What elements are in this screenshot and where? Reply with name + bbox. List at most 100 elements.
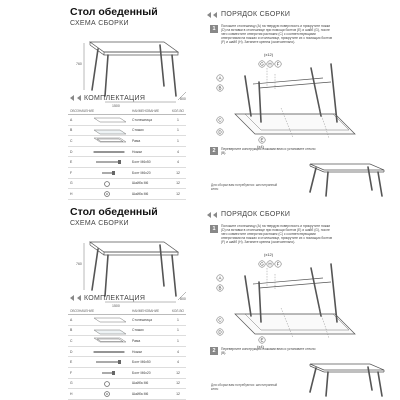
parts-table-header: ОБОЗНАЧЕНИЕ НАИМЕНОВАНИЕ КОЛ-ВО	[68, 109, 186, 115]
part-id: C	[70, 138, 73, 143]
table-row: B Стяжки 1	[68, 126, 186, 137]
assembly-heading-arrows	[207, 12, 217, 18]
part-image	[86, 389, 132, 399]
parts-col-name: НАИМЕНОВАНИЕ	[132, 309, 160, 313]
step-1-badge: 1	[210, 225, 218, 233]
part-qty: 1	[177, 317, 179, 322]
parts-col-name: НАИМЕНОВАНИЕ	[132, 109, 160, 113]
callout-h: H	[268, 62, 271, 67]
parts-heading: КОМПЛЕКТАЦИЯ	[84, 295, 146, 302]
part-image	[86, 115, 132, 125]
part-qty: 12	[176, 391, 180, 396]
table-row: B Стяжки 1	[68, 326, 186, 337]
part-id: B	[70, 328, 73, 333]
product-title: Стол обеденный	[70, 6, 158, 18]
dimension-length: 1500	[112, 304, 120, 308]
part-id: E	[70, 160, 73, 165]
tools-note: Для сборки вам потребуются: шестигранный…	[211, 183, 278, 191]
dimension-length: 1500	[112, 104, 120, 108]
part-name: Ножки	[132, 149, 142, 154]
part-id: D	[70, 349, 73, 354]
table-row: E Болт М6х50 4	[68, 357, 186, 368]
callout-e: E	[260, 338, 263, 343]
table-row: D Ножки 4	[68, 147, 186, 158]
part-image	[86, 315, 132, 325]
callout-labels: A B C D G H F E (x12) (x4)	[218, 52, 280, 149]
callout-a: A	[218, 276, 221, 281]
step-1-drawing	[234, 263, 356, 339]
part-image	[86, 168, 132, 178]
part-name: Стяжки	[132, 328, 144, 333]
callout-b: B	[218, 286, 221, 291]
callout-e: E	[260, 138, 263, 143]
parts-col-id: ОБОЗНАЧЕНИЕ	[70, 109, 95, 113]
part-qty: 12	[176, 370, 180, 375]
part-id: A	[70, 317, 73, 322]
parts-table: ОБОЗНАЧЕНИЕ НАИМЕНОВАНИЕ КОЛ-ВО A Столеш…	[68, 309, 186, 400]
table-row: A Столешница 1	[68, 115, 186, 126]
parts-col-id: ОБОЗНАЧЕНИЕ	[70, 309, 95, 313]
part-qty: 12	[176, 170, 180, 175]
table-row: A Столешница 1	[68, 315, 186, 326]
part-qty: 4	[177, 349, 179, 354]
part-id: A	[70, 117, 73, 122]
callout-labels: A B C D G H F E (x12) (x4)	[218, 252, 279, 349]
part-qty: 12	[176, 381, 180, 386]
table-row: G Шайба М6 12	[68, 179, 186, 190]
part-qty: 12	[176, 181, 180, 186]
step-2-text: Переверните конструкцию ножками вниз и у…	[221, 147, 316, 156]
callout-a: A	[218, 76, 221, 81]
parts-heading-arrows	[70, 295, 81, 301]
product-title: Стол обеденный	[70, 206, 158, 218]
part-image	[86, 379, 132, 389]
step-2-drawing	[309, 363, 385, 397]
part-name: Столешница	[132, 317, 152, 322]
parts-col-qty: КОЛ-ВО	[172, 109, 184, 113]
parts-table-body: A Столешница 1 B Стяжки 1 C Рама 1 D Нож…	[68, 115, 186, 200]
step-2-badge: 2	[210, 347, 218, 355]
table-row: F Болт М6х20 12	[68, 368, 186, 379]
dimension-height: 760	[76, 262, 82, 266]
tools-note: Для сборки вам потребуются: шестигранный…	[211, 383, 278, 391]
table-row: D Ножки 4	[68, 347, 186, 358]
step-2-badge: 2	[210, 147, 218, 155]
table-row: C Рама 1	[68, 336, 186, 347]
callout-marks	[216, 60, 282, 144]
callout-d: D	[218, 330, 222, 335]
part-id: F	[70, 370, 73, 375]
step-1-badge: 1	[210, 25, 218, 33]
assembly-heading-arrows	[207, 212, 217, 218]
dimension-height: 760	[76, 62, 82, 66]
callout-qty-4: (x4)	[257, 144, 265, 149]
step-1-drawing	[234, 63, 356, 139]
callout-g: G	[260, 262, 264, 267]
part-image	[86, 157, 132, 167]
parts-col-qty: КОЛ-ВО	[172, 309, 184, 313]
part-image	[86, 189, 132, 199]
part-image	[86, 357, 132, 367]
part-name: Шайба М6	[132, 181, 149, 186]
callout-f: F	[277, 62, 280, 67]
part-name: Болт М6х20	[132, 370, 151, 375]
part-name: Болт М6х50	[132, 160, 151, 165]
table-row: G Шайба М6 12	[68, 379, 186, 390]
part-name: Шайба М6	[132, 381, 149, 386]
callout-c: C	[218, 318, 222, 323]
assembly-sheet: Стол обеденный СХЕМА СБОРКИ 760 1500 800…	[0, 200, 400, 400]
part-id: E	[70, 360, 73, 365]
assembly-heading: ПОРЯДОК СБОРКИ	[221, 11, 291, 18]
callout-g: G	[260, 62, 264, 67]
part-name: Ножки	[132, 349, 142, 354]
step-1-text: Положите столешницу (А) на твердую повер…	[221, 224, 333, 245]
part-image	[86, 126, 132, 136]
callout-c: C	[218, 118, 222, 123]
part-qty: 1	[177, 328, 179, 333]
part-name: Рама	[132, 138, 141, 143]
part-image	[86, 336, 132, 346]
callout-marks	[216, 260, 282, 344]
part-name: Рама	[132, 338, 141, 343]
part-qty: 4	[177, 149, 179, 154]
part-id: H	[70, 191, 73, 196]
part-name: Болт М6х20	[132, 170, 151, 175]
part-qty: 12	[176, 191, 180, 196]
